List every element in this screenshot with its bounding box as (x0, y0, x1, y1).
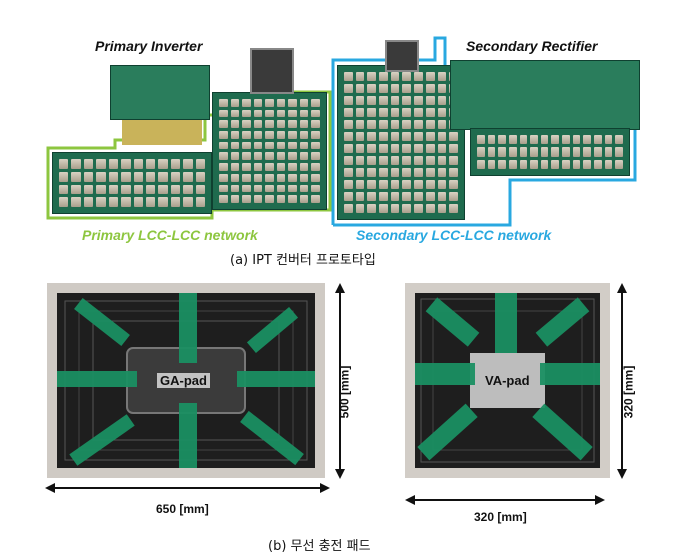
va-height-arrow (617, 283, 627, 479)
ga-width-label: 650 [mm] (156, 502, 209, 516)
primary-inverter-heatsink (122, 115, 202, 145)
secondary-transformer (385, 40, 419, 72)
va-width-arrow (405, 495, 605, 505)
va-pad-photo: VA-pad (405, 283, 610, 478)
ga-height-label: 500 [mm] (337, 365, 352, 419)
caption-a: (a) IPT 컨버터 프로토타입 (230, 253, 376, 268)
ga-pad-label: GA-pad (157, 373, 210, 388)
ga-width-arrow (45, 483, 330, 493)
va-width-label: 320 [mm] (474, 510, 527, 524)
secondary-right-board (470, 128, 630, 176)
va-height-label: 320 [mm] (621, 365, 636, 419)
secondary-main-board (337, 65, 465, 220)
secondary-rectifier-board (450, 60, 640, 130)
primary-main-board (212, 92, 327, 210)
prototype-photo (40, 30, 640, 235)
secondary-rectifier-label: Secondary Rectifier (466, 38, 598, 54)
primary-lower-board (52, 152, 212, 214)
primary-inverter-board (110, 65, 210, 120)
primary-inverter-label: Primary Inverter (95, 38, 203, 54)
va-pad-label: VA-pad (485, 373, 530, 388)
primary-network-label: Primary LCC-LCC network (82, 227, 258, 243)
secondary-network-label: Secondary LCC-LCC network (356, 227, 552, 243)
ga-height-arrow (335, 283, 345, 479)
caption-b: (b) 무선 충전 패드 (268, 539, 371, 554)
ga-pad-photo: GA-pad (47, 283, 325, 478)
primary-transformer (250, 48, 294, 94)
